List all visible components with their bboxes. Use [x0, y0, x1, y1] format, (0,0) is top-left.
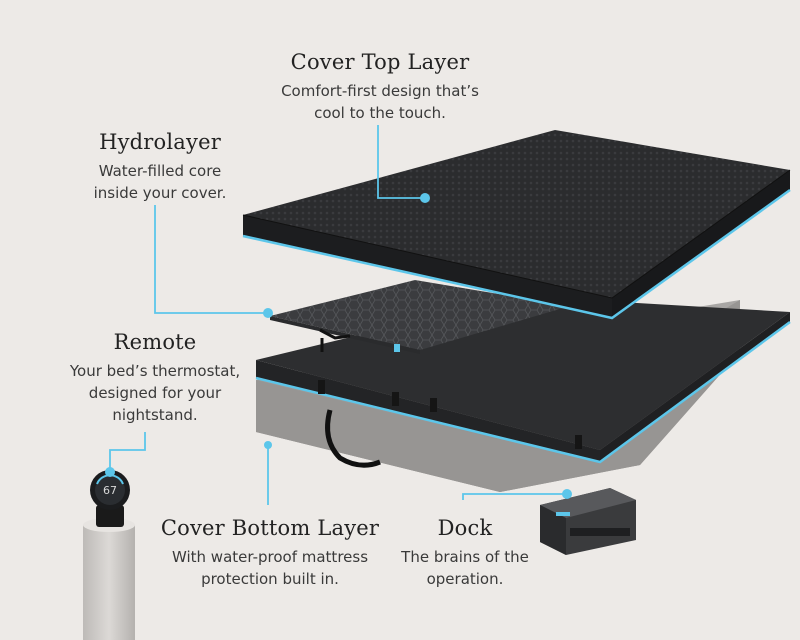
callout-hydrolayer-title: Hydrolayer	[99, 130, 221, 154]
callout-remote-body: Your bed’s thermostat, designed for your…	[69, 362, 241, 424]
leader-dot-cover-bottom	[264, 441, 272, 449]
callout-cover-top-title: Cover Top Layer	[290, 50, 470, 74]
callout-cover-top: Cover Top Layer Comfort-first design tha…	[255, 50, 505, 124]
leader-dot-cover-top	[420, 193, 430, 203]
callout-remote: Remote Your bed’s thermostat, designed f…	[50, 330, 260, 426]
callout-dock-title: Dock	[437, 516, 493, 540]
callout-dock-body: The brains of the operation.	[401, 548, 529, 588]
leader-dot-dock	[562, 489, 572, 499]
leader-dot-hydrolayer	[263, 308, 273, 318]
callout-cover-bottom-title: Cover Bottom Layer	[160, 516, 380, 540]
leader-lines	[105, 125, 572, 505]
callout-cover-top-body: Comfort-first design that’s cool to the …	[281, 82, 479, 122]
callout-dock: Dock The brains of the operation.	[380, 516, 550, 590]
leader-hydrolayer	[154, 205, 268, 314]
callout-remote-title: Remote	[113, 330, 197, 354]
callout-hydrolayer: Hydrolayer Water-filled core inside your…	[50, 130, 270, 204]
dock-unit	[540, 488, 636, 555]
leader-dock	[462, 493, 567, 500]
callout-cover-bottom: Cover Bottom Layer With water-proof matt…	[150, 516, 390, 590]
callout-hydrolayer-body: Water-filled core inside your cover.	[93, 162, 227, 202]
remote-on-stand: 67	[83, 470, 135, 640]
leader-cover-top	[377, 125, 425, 199]
cover-top-layer	[242, 130, 791, 320]
hydrolayer	[270, 280, 570, 354]
callout-cover-bottom-body: With water-proof mattress protection bui…	[171, 548, 369, 588]
leader-dot-remote	[105, 467, 115, 477]
remote-temperature-readout: 67	[103, 484, 117, 497]
leader-remote	[109, 432, 146, 470]
